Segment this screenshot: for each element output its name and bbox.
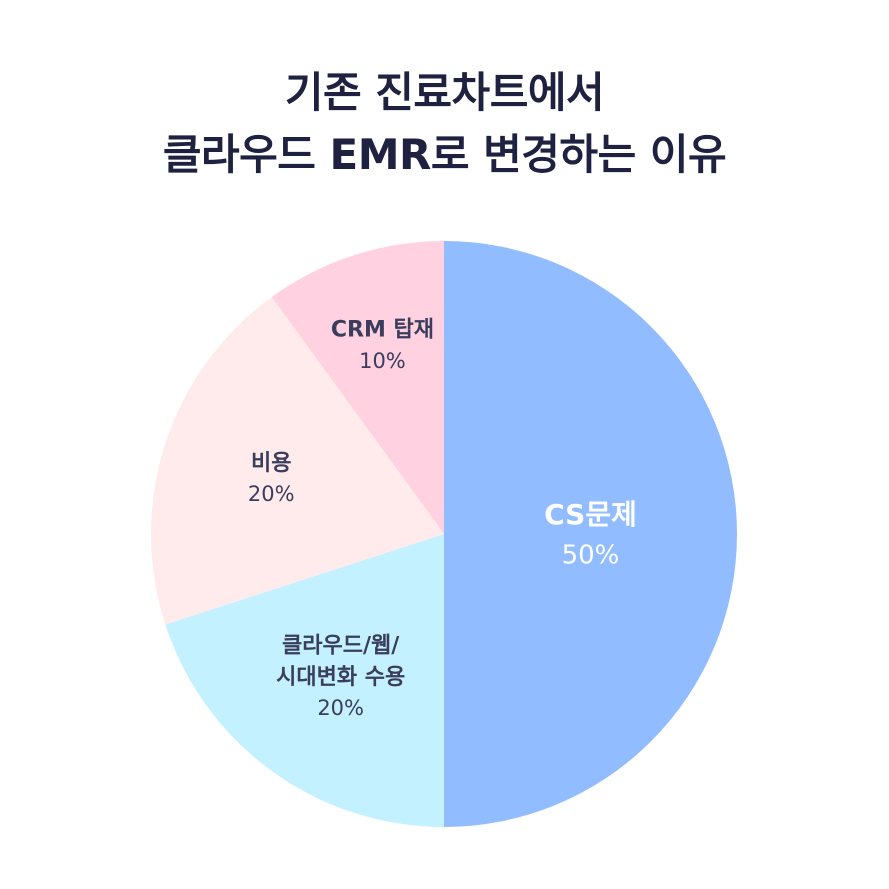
pie-slice-value-1: 50% (562, 541, 620, 571)
pie-slice-label-group-1: CS문제 50% (544, 498, 637, 571)
chart-title-line-1: 기존 진료차트에서 (284, 68, 605, 117)
pie-slice-label-group-3: 비용 20% (248, 451, 295, 506)
pie-slice-label-4-line-1: CRM 탑재 (331, 318, 434, 343)
pie-slice-label-2-line-2: 시대변화 수용 (276, 665, 405, 690)
pie-slice-value-3: 20% (248, 482, 295, 506)
pie-slice-label-group-2: 클라우드/웹/시대변화 수용 20% (276, 634, 405, 720)
chart-title-line-2: 클라우드 EMR로 변경하는 이유 (162, 130, 727, 179)
pie-slice-4 (271, 241, 444, 534)
pie-slice-2 (165, 534, 444, 827)
pie-slice-value-4: 10% (359, 349, 406, 373)
pie-slice-3 (150, 296, 444, 625)
chart-title: 기존 진료차트에서 클라우드 EMR로 변경하는 이유 (0, 62, 889, 186)
pie-slice-label-2-line-1: 클라우드/웹/ (282, 634, 400, 659)
pie-slice-1 (444, 241, 737, 827)
pie-labels: CS문제 50% 클라우드/웹/시대변화 수용 20% 비용 20% CRM 탑재 10% (248, 318, 637, 721)
pie-slices (150, 241, 737, 827)
pie-slice-label-group-4: CRM 탑재 10% (331, 318, 434, 373)
pie-slice-label-1-line-1: CS문제 (544, 498, 637, 531)
pie-slice-value-2: 20% (317, 696, 364, 720)
pie-slice-label-3-line-1: 비용 (251, 451, 291, 476)
